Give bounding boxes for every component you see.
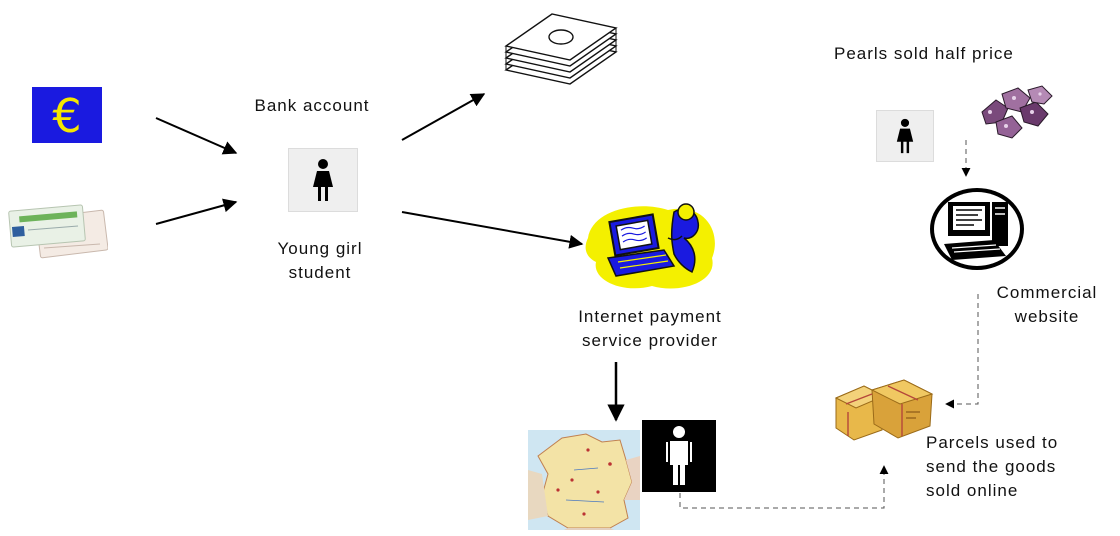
bank-account-label: Bank account xyxy=(254,96,370,115)
young-girl-label-line2: student xyxy=(288,263,352,282)
pearls-icon xyxy=(974,82,1056,144)
internet-payment-label-line2: service provider xyxy=(582,331,718,350)
female-person-icon xyxy=(288,148,358,212)
commercial-website-label-line1: Commercial xyxy=(996,283,1098,302)
internet-payment-icon xyxy=(582,198,724,294)
computer-icon xyxy=(928,186,1026,272)
parcels-label-line3: sold online xyxy=(926,481,1019,500)
parcels-label-line1: Parcels used to xyxy=(926,433,1059,452)
svg-text:€: € xyxy=(52,89,81,143)
parcels-icon xyxy=(832,376,936,444)
euro-icon: € xyxy=(32,87,102,143)
male-person-icon xyxy=(642,420,716,492)
young-girl-label-line1: Young girl xyxy=(277,239,363,258)
internet-payment-label-line1: Internet payment xyxy=(578,307,722,326)
female-person-icon xyxy=(876,110,934,162)
commercial-website-label-line2: website xyxy=(1014,307,1080,326)
cheques-icon xyxy=(8,200,109,262)
banknote-stack-icon xyxy=(500,12,620,88)
parcels-label-line2: send the goods xyxy=(926,457,1057,476)
pearls-label: Pearls sold half price xyxy=(834,44,1014,63)
arrow-euro-to-girl xyxy=(155,117,238,155)
arrow-girl-to-payment xyxy=(401,211,584,249)
arrow-cheques-to-girl xyxy=(155,198,238,225)
germany-map-icon xyxy=(528,430,640,530)
arrow-girl-to-cash xyxy=(401,93,486,141)
dashed-man-to-parcels xyxy=(679,465,889,509)
dashed-computer-to-parcels xyxy=(945,294,979,409)
